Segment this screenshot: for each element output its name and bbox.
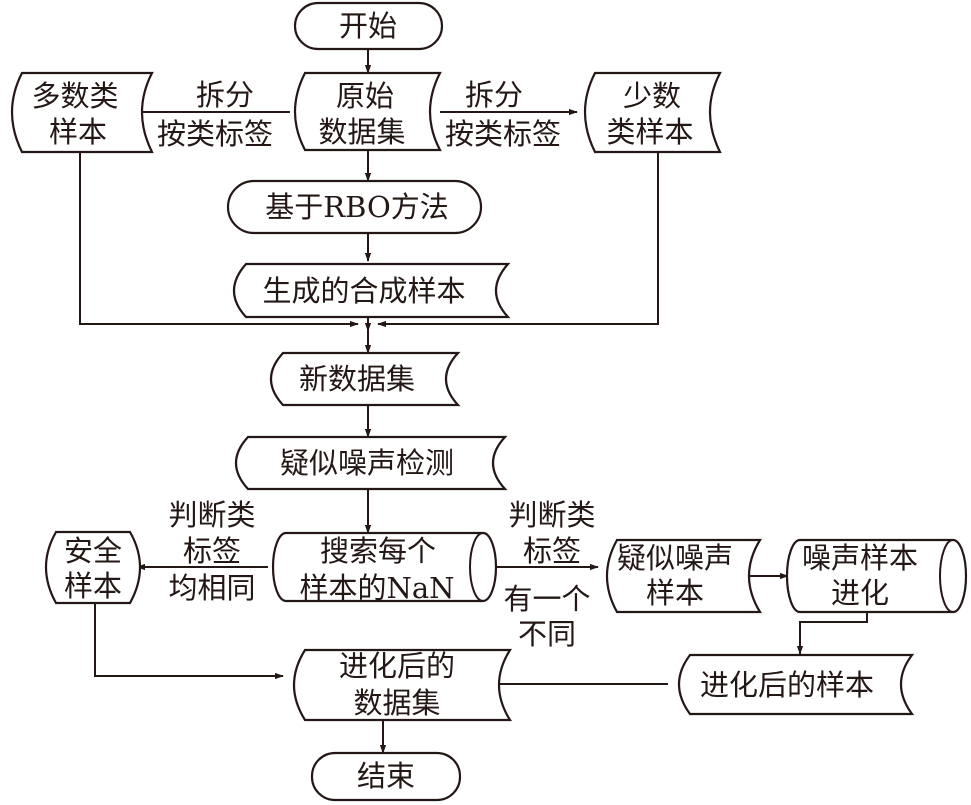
label-diff-bottom-line1: 有一个 <box>503 582 590 616</box>
label-diff-top-line2: 标签 <box>523 534 581 568</box>
node-suspect-samples: 疑似噪声 样本 <box>606 538 762 614</box>
node-evolved-dataset: 进化后的 数据集 <box>293 648 512 722</box>
label-same-line3: 均相同 <box>168 571 255 605</box>
node-evolved-samples-label: 进化后的样本 <box>700 668 874 702</box>
arrow-majority-to-merge <box>79 152 359 328</box>
label-split-left-line1: 拆分 <box>196 78 254 112</box>
node-search-nan-line1: 搜索每个 <box>320 534 436 568</box>
node-noise-detection: 疑似噪声检测 <box>235 435 508 491</box>
node-majority-line2: 样本 <box>49 115 107 149</box>
label-diff-bottom-line2: 不同 <box>518 617 576 651</box>
label-split-right-line1: 拆分 <box>465 78 523 112</box>
node-end: 结束 <box>310 751 462 802</box>
edge-labels: 拆分 按类标签 拆分 按类标签 判断类 标签 均相同 判断类 标签 有一个 不同 <box>157 78 596 651</box>
node-synthetic-label: 生成的合成样本 <box>262 274 465 308</box>
node-evolution-line1: 噪声样本 <box>802 541 918 575</box>
node-safe-samples: 安全 样本 <box>45 530 141 605</box>
node-noise-evolution: 噪声样本 进化 <box>785 538 968 614</box>
label-split-left-line2: 按类标签 <box>157 117 273 151</box>
node-suspect-line1: 疑似噪声 <box>617 541 733 575</box>
node-majority-samples: 多数类 样本 <box>10 71 154 154</box>
node-evolved-samples: 进化后的样本 <box>678 653 915 716</box>
node-start-label: 开始 <box>339 9 397 43</box>
arrow-safe-to-dataset <box>94 603 284 680</box>
node-evolved-dataset-line1: 进化后的 <box>339 649 455 683</box>
node-majority-line1: 多数类 <box>31 79 118 113</box>
node-search-nan-line2: 样本的NaN <box>299 571 454 605</box>
label-same-line1: 判断类 <box>168 498 255 532</box>
arrow-evolve-to-evolved <box>796 612 868 655</box>
node-raw-dataset: 原始 数据集 <box>293 71 442 152</box>
node-safe-line1: 安全 <box>64 534 122 568</box>
node-start: 开始 <box>293 1 444 51</box>
label-split-right-line2: 按类标签 <box>445 117 561 151</box>
node-minority-line1: 少数 <box>623 79 681 113</box>
node-search-nan: 搜索每个 样本的NaN <box>271 531 498 605</box>
node-suspect-line2: 样本 <box>646 576 704 610</box>
node-rbo-label: 基于RBO方法 <box>265 190 448 224</box>
node-noise-detection-label: 疑似噪声检测 <box>280 446 454 480</box>
node-synthetic-samples: 生成的合成样本 <box>233 262 511 319</box>
node-minority-samples: 少数 类样本 <box>583 71 722 154</box>
node-new-dataset: 新数据集 <box>270 351 461 407</box>
node-evolution-line2: 进化 <box>831 576 889 610</box>
node-new-dataset-label: 新数据集 <box>299 362 415 396</box>
connectors <box>79 50 868 754</box>
node-rbo-method: 基于RBO方法 <box>226 179 483 235</box>
node-evolved-dataset-line2: 数据集 <box>353 686 440 720</box>
node-raw-dataset-line1: 原始 <box>336 79 394 113</box>
label-same-line2: 标签 <box>183 534 241 568</box>
arrow-minority-to-merge <box>377 152 659 328</box>
node-raw-dataset-line2: 数据集 <box>318 115 405 149</box>
node-safe-line2: 样本 <box>64 569 122 603</box>
label-diff-top-line1: 判断类 <box>508 498 595 532</box>
node-minority-line2: 类样本 <box>606 115 693 149</box>
node-end-label: 结束 <box>357 759 415 793</box>
